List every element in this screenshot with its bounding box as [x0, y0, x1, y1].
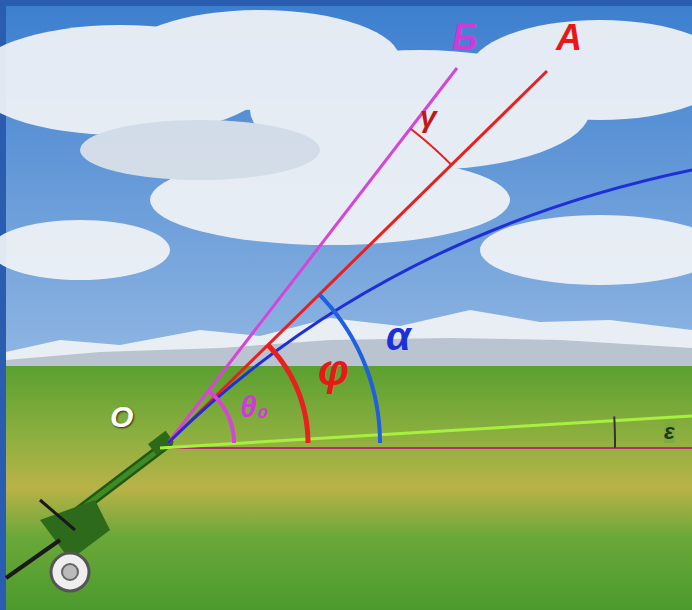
mountains	[6, 310, 692, 372]
howitzer	[6, 431, 174, 591]
angle-label: γ	[420, 102, 437, 132]
field	[6, 366, 692, 610]
sight-line	[160, 416, 692, 448]
angle-label: α	[386, 316, 411, 356]
horizon-line	[160, 447, 692, 449]
theta-arc	[208, 391, 234, 443]
angle-label: ε	[664, 421, 675, 443]
line-b	[168, 68, 457, 443]
line-a	[168, 71, 547, 443]
epsilon-arc	[613, 416, 616, 447]
phi-arc	[268, 345, 308, 443]
line-label: А	[556, 20, 582, 56]
trajectory	[168, 170, 692, 443]
clouds	[0, 10, 692, 285]
point-label: О	[110, 402, 133, 432]
angle-label: φ	[318, 348, 349, 392]
line-label: Б	[452, 20, 478, 56]
angle-label: θ₀	[240, 392, 269, 422]
gamma-arc	[411, 129, 451, 165]
angle-arcs	[208, 129, 615, 448]
